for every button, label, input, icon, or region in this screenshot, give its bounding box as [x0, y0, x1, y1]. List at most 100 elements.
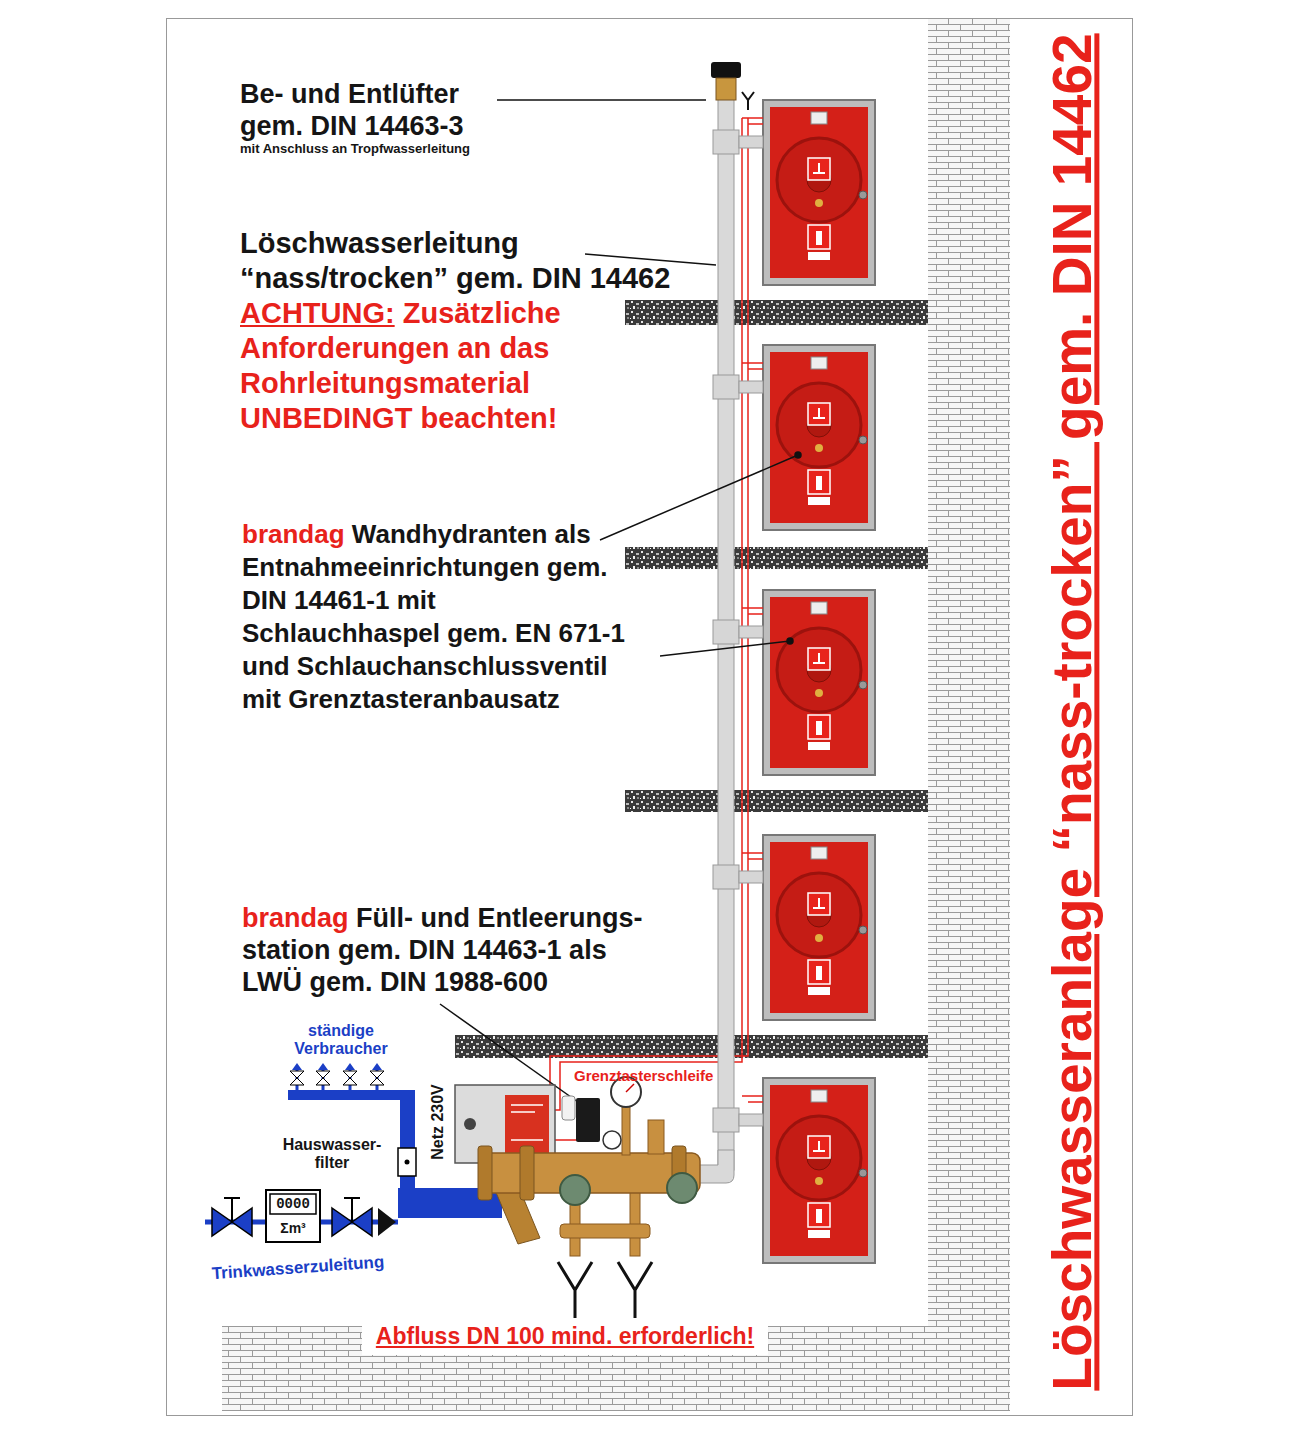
- filling-station: [520, 1146, 534, 1200]
- drain-symbol: [558, 1262, 592, 1318]
- water-supply: [370, 1078, 384, 1085]
- floor-slab: [625, 547, 928, 569]
- label-text: ACHTUNG:: [240, 297, 395, 329]
- riser-pipe: [739, 626, 763, 638]
- leader-line: [795, 452, 801, 458]
- riser-pipe: [713, 130, 739, 154]
- signal-wire: [742, 853, 763, 859]
- water-supply: [205, 1063, 502, 1242]
- text-block: Abfluss DN 100 mind. erforderlich!: [362, 1322, 768, 1350]
- text-block: 0000: [268, 1195, 318, 1213]
- leader-line: [660, 641, 790, 656]
- riser-pipe: [739, 871, 763, 883]
- water-supply: [370, 1071, 384, 1078]
- frame: [167, 19, 1133, 1416]
- water-supply: [405, 1160, 410, 1165]
- filling-station: [576, 1098, 600, 1142]
- water-supply: [398, 1148, 416, 1176]
- water-supply: [292, 1063, 302, 1070]
- control-box: [455, 1085, 555, 1163]
- floor-slab: [625, 790, 928, 812]
- label-text: Grenztasterschleife: [574, 1067, 713, 1084]
- signal-wire: [742, 608, 763, 614]
- text-block: Löschwasserleitung “nass/trocken” gem. D…: [240, 226, 700, 296]
- water-supply: [318, 1063, 328, 1070]
- frame: [167, 19, 1133, 1416]
- control-box: [505, 1095, 549, 1153]
- drain-symbol: [558, 1262, 652, 1318]
- text-block: ACHTUNG:Zusätzliche Anforderungen an das…: [240, 296, 585, 436]
- riser-pipe: [692, 98, 763, 1183]
- water-supply: [297, 1068, 377, 1090]
- signal-wire: [742, 363, 763, 369]
- filling-station: [603, 1131, 621, 1149]
- water-supply: [332, 1208, 352, 1236]
- text-block: brandagFüll- und Entleerungs- station ge…: [242, 902, 662, 998]
- water-supply: [232, 1208, 252, 1236]
- label-text: mit Anschluss an Tropfwasserleitung: [240, 141, 470, 156]
- label-text: brandag: [242, 519, 345, 549]
- hydrant-cabinet: [763, 100, 875, 285]
- riser-pipe: [739, 1114, 763, 1126]
- filling-station: [622, 1105, 630, 1155]
- air-valve: [742, 92, 754, 110]
- water-supply: [352, 1208, 372, 1236]
- rotated-label: Netz 230V: [429, 1084, 447, 1160]
- water-supply: [344, 1198, 360, 1222]
- air-valve: [711, 62, 754, 110]
- filling-station: [626, 1084, 634, 1092]
- signal-wire: [742, 118, 763, 124]
- water-supply: [224, 1198, 240, 1222]
- hydrant-cabinet: [763, 1078, 875, 1263]
- water-supply: [316, 1071, 330, 1078]
- water-supply: [378, 1208, 396, 1236]
- filling-station: [667, 1173, 697, 1203]
- label-text: Hauswasser- filter: [283, 1136, 382, 1171]
- filling-station: [478, 1146, 492, 1200]
- floor-slab: [455, 1035, 928, 1058]
- filling-station: [560, 1175, 590, 1205]
- water-supply: [343, 1071, 357, 1078]
- text-block: Hauswasser- filter: [276, 1136, 388, 1172]
- text-block: Be- und Entlüfter gem. DIN 14463-3: [240, 78, 495, 142]
- water-supply: [290, 1071, 304, 1078]
- water-supply: [270, 1194, 316, 1214]
- label-text: ständige Verbraucher: [294, 1022, 387, 1057]
- text-block: mit Anschluss an Tropfwasserleitung: [240, 141, 560, 157]
- water-supply: [266, 1190, 320, 1242]
- leader-line: [600, 455, 798, 540]
- filling-station: [648, 1120, 664, 1154]
- floor-slab: [625, 300, 928, 325]
- signal-wire: [742, 1096, 763, 1102]
- hydrant-cabinet: [763, 100, 875, 1263]
- riser-pipe: [739, 136, 763, 148]
- riser-pipe: [713, 375, 739, 399]
- riser-pipe: [713, 865, 739, 889]
- drain-symbol: [618, 1262, 652, 1318]
- water-supply: [212, 1208, 232, 1236]
- filling-station: [562, 1096, 575, 1120]
- hydrant-cabinet: [763, 345, 875, 530]
- leader-line: [787, 638, 793, 644]
- rotated-label: Trinkwasserzuleitung: [211, 1252, 385, 1284]
- hydrant-cabinet: [763, 590, 875, 775]
- water-supply: [343, 1078, 357, 1085]
- brick-wall: [928, 19, 1010, 1411]
- label-text: brandag: [242, 903, 349, 933]
- label-text: Be- und Entlüfter gem. DIN 14463-3: [240, 79, 464, 141]
- text-block: Grenztasterschleife: [574, 1067, 713, 1085]
- water-supply: [372, 1063, 382, 1070]
- label-text: 0000: [276, 1196, 310, 1212]
- control-box: [455, 1085, 555, 1163]
- control-box: [511, 1105, 543, 1140]
- brick-wall: [362, 1319, 768, 1355]
- text-block: ständige Verbraucher: [285, 1022, 397, 1058]
- air-valve: [716, 78, 736, 100]
- filling-station: [478, 1077, 700, 1256]
- water-supply: [290, 1078, 304, 1085]
- text-block: Σm³: [268, 1219, 318, 1237]
- label-text: Σm³: [280, 1220, 306, 1236]
- water-supply: [345, 1063, 355, 1070]
